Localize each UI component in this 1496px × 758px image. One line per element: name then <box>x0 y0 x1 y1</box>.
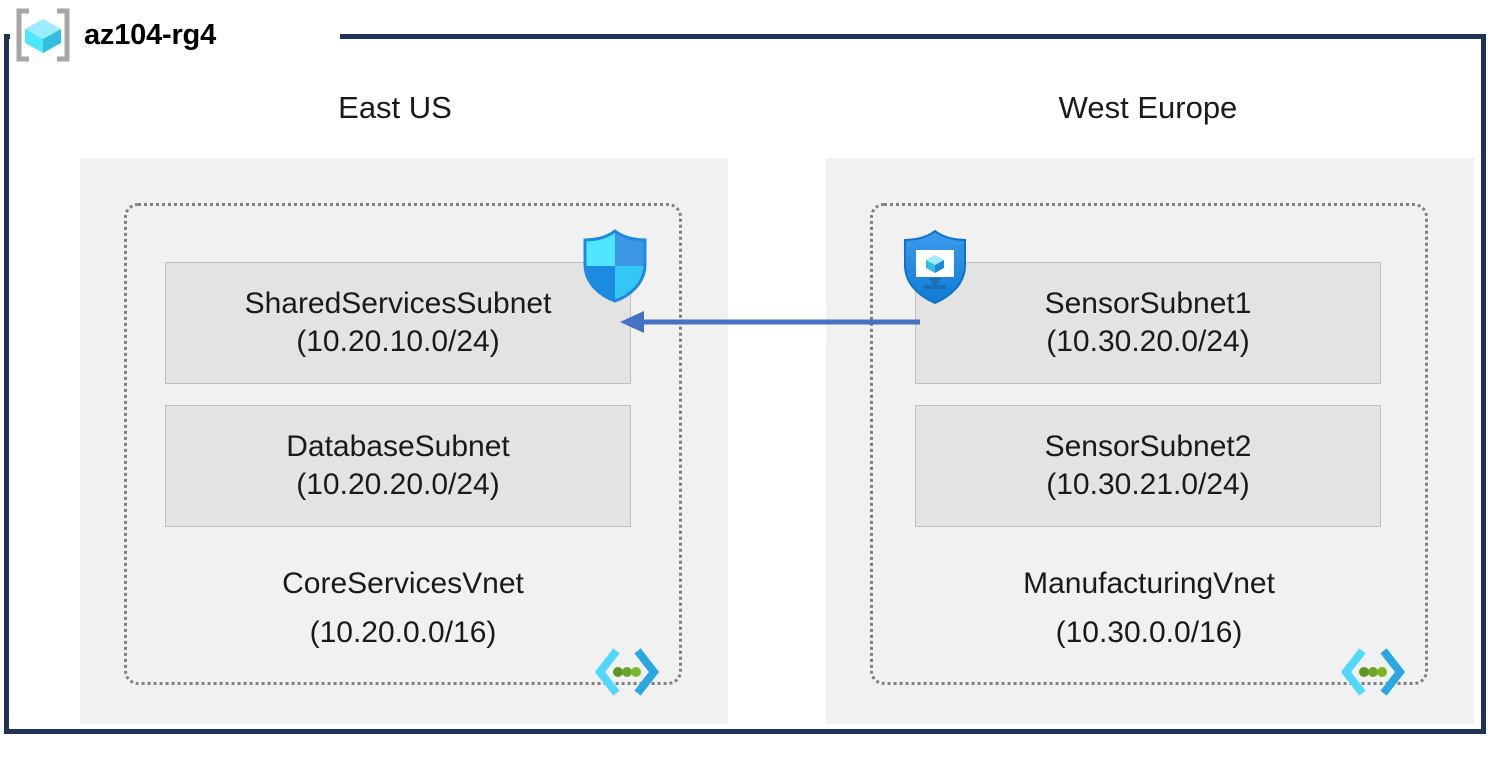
vnet-name-core-services: CoreServicesVnet <box>282 567 524 600</box>
resource-group-title: az104-rg4 <box>12 8 216 62</box>
subnet-shared-services[interactable]: SharedServicesSubnet (10.20.10.0/24) <box>165 262 631 384</box>
vnet-name-manufacturing: ManufacturingVnet <box>1023 567 1275 600</box>
subnet-cidr: (10.30.20.0/24) <box>1046 325 1250 358</box>
region-label-west-europe: West Europe <box>1058 90 1238 125</box>
subnet-name: SharedServicesSubnet <box>244 287 552 320</box>
resource-group-name: az104-rg4 <box>84 18 216 51</box>
resource-group-cube-icon <box>12 8 74 62</box>
vnet-peering-arrow[interactable] <box>620 305 920 339</box>
subnet-cidr: (10.30.21.0/24) <box>1046 468 1250 501</box>
application-security-group-icon[interactable] <box>899 228 971 306</box>
subnet-sensor-1[interactable]: SensorSubnet1 (10.30.20.0/24) <box>915 262 1381 384</box>
resource-group-frame <box>4 34 1486 734</box>
vnet-manufacturing[interactable] <box>870 203 1428 685</box>
network-security-group-shield-icon[interactable] <box>579 228 651 304</box>
subnet-name: DatabaseSubnet <box>286 430 510 463</box>
subnet-database[interactable]: DatabaseSubnet (10.20.20.0/24) <box>165 405 631 527</box>
vnet-cidr-manufacturing: (10.30.0.0/16) <box>1055 616 1243 649</box>
region-label-east-us: East US <box>338 90 452 125</box>
subnet-name: SensorSubnet1 <box>1044 287 1252 320</box>
vnet-cidr-core-services: (10.20.0.0/16) <box>309 616 497 649</box>
subnet-name: SensorSubnet2 <box>1044 430 1252 463</box>
subnet-sensor-2[interactable]: SensorSubnet2 (10.30.21.0/24) <box>915 405 1381 527</box>
subnet-cidr: (10.20.10.0/24) <box>296 325 500 358</box>
virtual-network-icon[interactable] <box>594 648 660 696</box>
subnet-cidr: (10.20.20.0/24) <box>296 468 500 501</box>
vnet-core-services[interactable] <box>124 203 682 685</box>
virtual-network-icon[interactable] <box>1340 648 1406 696</box>
